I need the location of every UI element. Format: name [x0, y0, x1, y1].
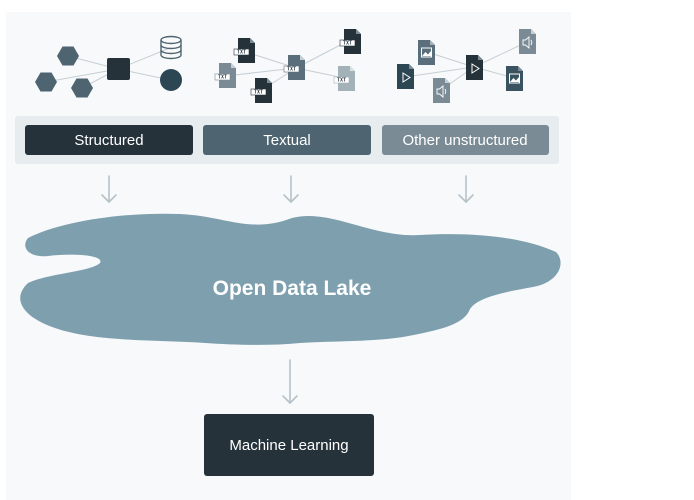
txt-tag-label: TXT [237, 50, 246, 56]
txt-document-icon: TXT [333, 66, 355, 91]
category-pill [25, 125, 193, 155]
txt-document-icon: TXT [214, 63, 236, 88]
txt-document-icon: TXT [250, 78, 272, 103]
machine-learning-box: Machine Learning [204, 414, 374, 476]
txt-tag-label: TXT [343, 41, 352, 47]
hexagon-icon [71, 78, 93, 98]
hexagon-icon [35, 72, 57, 92]
arrow-down-icon [282, 359, 298, 404]
image-file-icon [506, 66, 523, 91]
machine-learning-label: Machine Learning [229, 437, 348, 454]
arrow-down-icon [458, 175, 474, 203]
video-file-icon [466, 55, 483, 80]
lake-label: Open Data Lake [213, 277, 372, 300]
node-icon [107, 58, 130, 80]
textual-icon-cluster: TXT TXT TXT TXT TXT TXT [214, 29, 361, 103]
txt-tag-label: TXT [287, 67, 296, 73]
category-label: Other unstructured [402, 132, 527, 149]
category-label: Textual [263, 132, 311, 149]
category-textual: Textual [203, 125, 371, 155]
structured-icon-cluster [35, 35, 182, 98]
txt-document-icon: TXT [283, 55, 305, 80]
category-structured: Structured [25, 125, 193, 155]
txt-tag-label: TXT [254, 90, 263, 96]
video-file-icon [397, 64, 414, 89]
image-file-icon [418, 40, 435, 65]
txt-document-icon: TXT [339, 29, 361, 54]
circle-icon [160, 69, 182, 91]
category-pill [382, 125, 549, 155]
hexagon-icon [57, 46, 79, 66]
database-icon [160, 35, 182, 60]
data-lake-shape [20, 213, 561, 345]
audio-file-icon [433, 78, 450, 103]
txt-tag-label: TXT [337, 78, 346, 84]
txt-tag-label: TXT [218, 75, 227, 81]
txt-document-icon: TXT [233, 38, 255, 63]
audio-file-icon [519, 29, 536, 54]
arrow-down-icon [101, 175, 117, 203]
other-unstructured-icon-cluster [397, 29, 536, 103]
machine-learning-shape [204, 414, 374, 476]
category-pill [203, 125, 371, 155]
arrow-down-icon [283, 175, 299, 203]
category-label: Structured [74, 132, 143, 149]
category-other-unstructured: Other unstructured [382, 125, 549, 155]
